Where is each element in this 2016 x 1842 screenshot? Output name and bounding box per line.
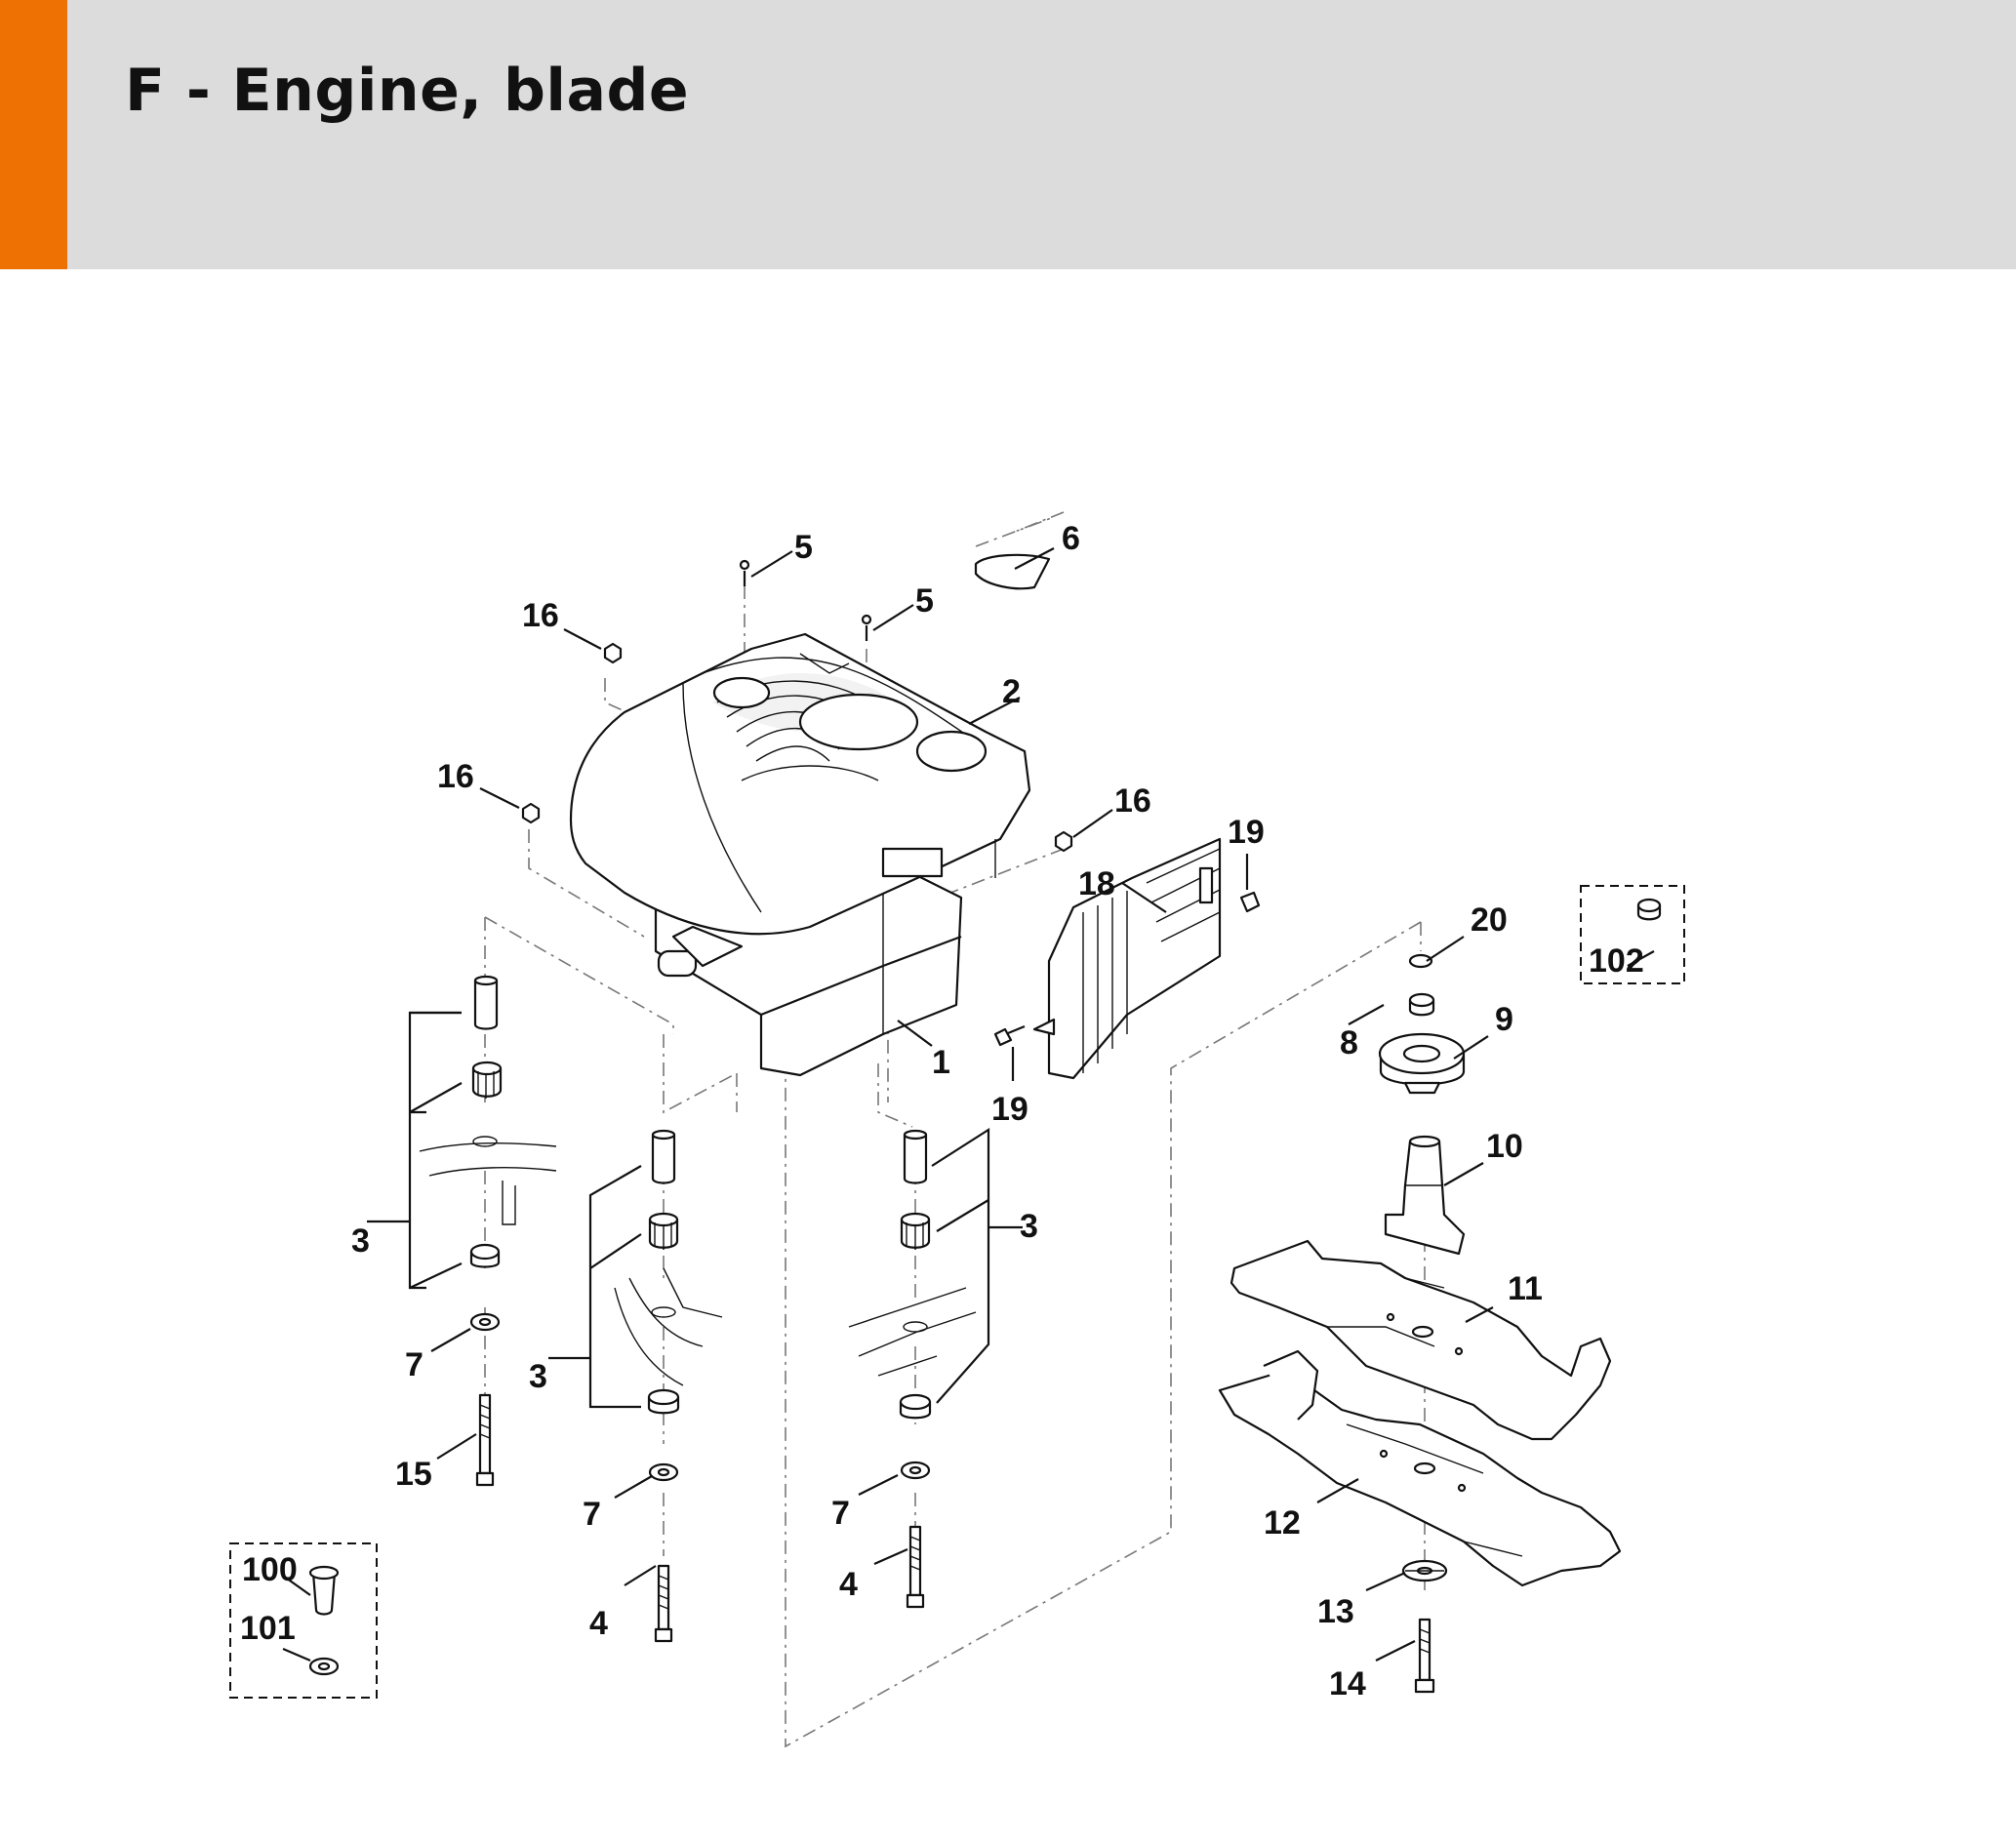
callout-9: 9: [1495, 1001, 1513, 1038]
ring-part-20: [1408, 953, 1433, 969]
callout-101: 101: [240, 1610, 296, 1647]
bolt-part-14: [1414, 1618, 1435, 1694]
callout-5-left: 5: [794, 529, 813, 566]
damper-set-left: [419, 975, 557, 1487]
callout-4-middle: 4: [589, 1605, 608, 1642]
nut-part-16-right: [1054, 830, 1073, 853]
damper-set-right: [848, 1129, 977, 1609]
callout-7-right: 7: [831, 1495, 850, 1532]
nut-part-16-top: [603, 642, 623, 664]
callout-102: 102: [1589, 942, 1644, 980]
callout-4-right: 4: [839, 1566, 858, 1603]
callout-19-top: 19: [1228, 814, 1265, 851]
ring-part-102: [1636, 898, 1662, 921]
callout-16-right: 16: [1114, 782, 1151, 820]
callout-3-middle: 3: [529, 1358, 547, 1395]
option-box-102: [1580, 885, 1685, 984]
blade-holder-part-10: [1384, 1135, 1466, 1256]
spacer-part-100: [308, 1565, 340, 1616]
washer-part-13: [1401, 1559, 1448, 1582]
callout-15: 15: [395, 1456, 432, 1493]
blade-part-12: [1218, 1349, 1622, 1587]
screw-part-19-bottom: [993, 1024, 1026, 1047]
callout-2: 2: [1002, 673, 1021, 710]
washer-part-101: [308, 1657, 340, 1676]
callout-11: 11: [1508, 1270, 1543, 1307]
callout-12: 12: [1264, 1504, 1301, 1542]
callout-16-left: 16: [437, 758, 474, 795]
page-title: F - Engine, blade: [125, 57, 690, 125]
fan-hub-part-9: [1378, 1032, 1466, 1095]
callout-100: 100: [242, 1551, 298, 1588]
orange-accent-bar: [0, 0, 67, 269]
callout-20: 20: [1471, 901, 1508, 939]
label-plate-part-6: [974, 553, 1051, 590]
group-bracket-3-right: [931, 1127, 990, 1404]
callout-18: 18: [1078, 865, 1115, 902]
callout-3-left: 3: [351, 1222, 370, 1260]
damper-set-middle: [614, 1129, 723, 1643]
assembly-guide-lines: [484, 511, 1426, 1748]
group-bracket-3-middle: [588, 1165, 642, 1409]
callout-19-bottom: 19: [991, 1091, 1028, 1128]
callout-16-top: 16: [522, 597, 559, 634]
callout-1: 1: [932, 1044, 950, 1081]
group-bracket-3-left: [408, 1011, 463, 1290]
header-band: [0, 0, 2016, 269]
screw-part-19-top: [1239, 891, 1261, 913]
callout-7-left: 7: [405, 1346, 423, 1383]
nut-part-16-left: [521, 802, 541, 824]
callout-6: 6: [1062, 520, 1080, 557]
callout-3-right: 3: [1020, 1208, 1038, 1245]
sleeve-part-8: [1408, 992, 1435, 1017]
engine-cover: [569, 632, 1031, 936]
callout-14: 14: [1329, 1665, 1366, 1702]
muffler: [1032, 837, 1222, 1080]
callout-13: 13: [1317, 1593, 1354, 1630]
callout-10: 10: [1486, 1128, 1523, 1165]
leader-lines: [282, 547, 1655, 1662]
blade-part-11: [1230, 1239, 1612, 1441]
callout-7-middle: 7: [583, 1496, 601, 1533]
pin-part-5-right: [861, 614, 872, 641]
callout-5-right: 5: [915, 582, 934, 620]
option-box-100-101: [229, 1542, 378, 1699]
pin-part-5-left: [739, 559, 750, 586]
callout-labels: 1 2 3 3 3 4 4 5 5 6 7 7 7 8 9 10 11 12 1…: [240, 520, 1644, 1702]
callout-8: 8: [1340, 1024, 1358, 1061]
